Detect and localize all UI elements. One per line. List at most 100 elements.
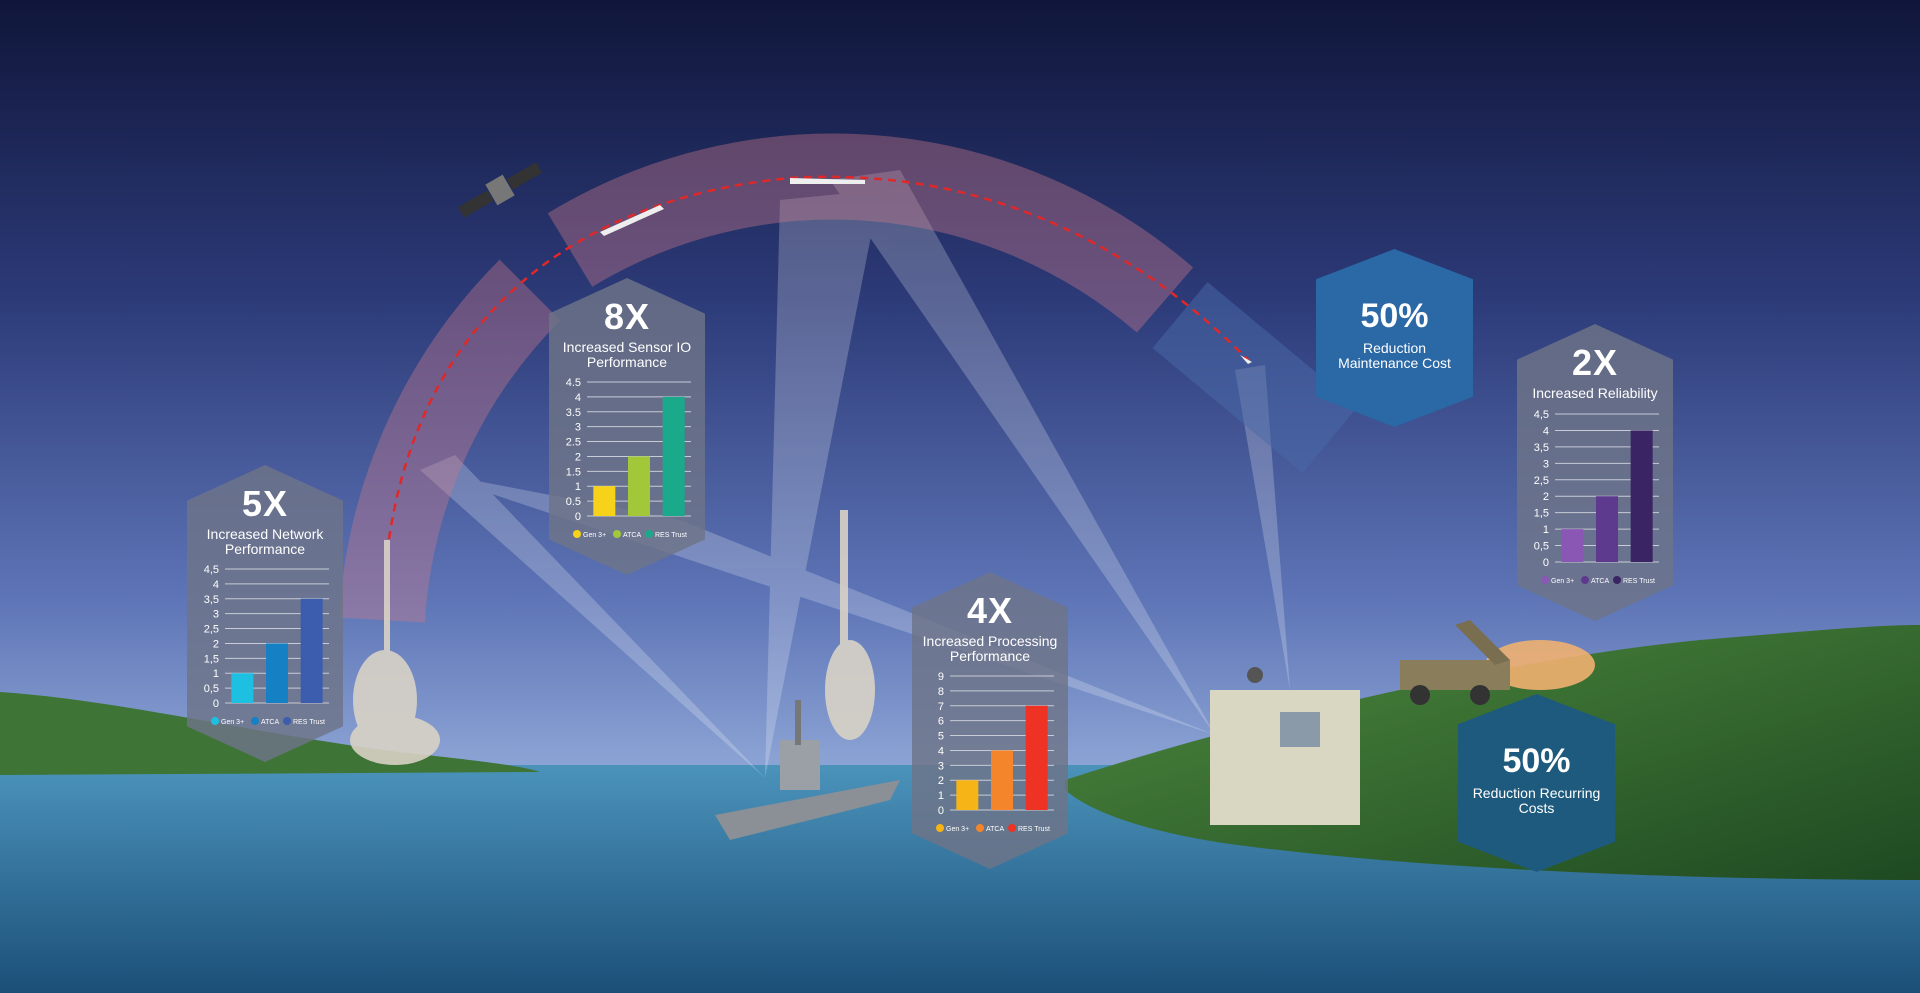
destroyer-ship-icon — [715, 700, 900, 840]
sensor-io-panel: 8X Increased Sensor IO Performance 0 0.5 1… — [549, 278, 705, 575]
y-tick-label: 1 — [213, 668, 219, 680]
panel-subtitle: Increased Network Performance — [206, 526, 324, 557]
legend-label: ATCA — [623, 532, 641, 539]
legend-label: RES Trust — [1623, 578, 1655, 585]
y-tick-label: 0 — [938, 805, 944, 817]
y-tick-label: 4 — [938, 745, 944, 757]
legend-label: Gen 3+ — [583, 532, 606, 539]
y-tick-label: 2 — [213, 638, 219, 650]
y-tick-label: 4 — [1543, 425, 1549, 437]
y-tick-label: 3 — [213, 609, 219, 621]
legend-swatch — [573, 530, 581, 538]
y-tick-label: 4.5 — [566, 377, 581, 389]
panel-subtitle: Increased Sensor IO Performance — [562, 339, 692, 370]
y-tick-label: 4 — [575, 392, 581, 404]
y-tick-label: 3 — [1543, 458, 1549, 470]
y-tick-label: 7 — [938, 701, 944, 713]
y-tick-label: 1 — [938, 790, 944, 802]
legend-label: RES Trust — [655, 532, 687, 539]
y-tick-label: 1.5 — [566, 466, 581, 478]
y-tick-label: 0 — [1543, 557, 1549, 569]
panel-subtitle: Increased Reliability — [1532, 385, 1658, 401]
panel-multiplier: 4X — [966, 590, 1014, 631]
bar-res-trust — [662, 396, 685, 516]
legend-swatch — [1541, 576, 1549, 584]
y-tick-label: 2,5 — [204, 624, 219, 636]
y-tick-label: 4,5 — [204, 564, 219, 576]
satellite-icon — [458, 162, 542, 218]
kpi-value: 50% — [1502, 742, 1571, 780]
y-tick-label: 2 — [938, 775, 944, 787]
bar-atca — [266, 643, 288, 703]
bar-gen-3- — [956, 780, 979, 810]
legend-label: ATCA — [1591, 578, 1609, 585]
legend-swatch — [1581, 576, 1589, 584]
y-tick-label: 3 — [575, 422, 581, 434]
panel-subtitle: Increased Processing Performance — [922, 633, 1058, 664]
y-tick-label: 3,5 — [1534, 442, 1549, 454]
launch-plumes — [350, 510, 1595, 765]
y-tick-label: 2.5 — [566, 437, 581, 449]
y-tick-label: 4,5 — [1534, 409, 1549, 421]
legend-label: Gen 3+ — [1551, 578, 1574, 585]
legend-swatch — [936, 824, 944, 832]
legend-label: Gen 3+ — [221, 719, 244, 726]
legend-label: ATCA — [261, 719, 279, 726]
bar-atca — [991, 750, 1013, 810]
missile-launcher-truck-icon — [1400, 620, 1510, 705]
kpi-label: Reduction Recurring Costs — [1472, 785, 1601, 816]
y-tick-label: 2,5 — [1534, 475, 1549, 487]
legend-swatch — [645, 530, 653, 538]
bar-res-trust — [300, 598, 323, 703]
recurring-costs-badge: 50% Reduction Recurring Costs — [1458, 694, 1615, 872]
legend-swatch — [976, 824, 984, 832]
bar-res-trust — [1025, 705, 1048, 810]
kpi-label: Reduction Maintenance Cost — [1338, 340, 1451, 371]
y-tick-label: 2 — [1543, 491, 1549, 503]
legend-label: RES Trust — [293, 719, 325, 726]
maintenance-cost-badge: 50% Reduction Maintenance Cost — [1316, 249, 1473, 427]
y-tick-label: 6 — [938, 716, 944, 728]
bar-gen-3- — [231, 673, 254, 703]
y-tick-label: 0 — [575, 511, 581, 523]
y-tick-label: 5 — [938, 731, 944, 743]
panel-multiplier: 5X — [241, 483, 289, 524]
y-tick-label: 3.5 — [566, 407, 581, 419]
legend-label: RES Trust — [1018, 826, 1050, 833]
y-tick-label: 9 — [938, 671, 944, 683]
bar-atca — [628, 456, 650, 516]
bar-res-trust — [1630, 430, 1653, 562]
y-tick-label: 1,5 — [1534, 508, 1549, 520]
kpi-value: 50% — [1360, 297, 1429, 335]
y-tick-label: 0.5 — [566, 496, 581, 508]
legend-swatch — [613, 530, 621, 538]
legend-swatch — [1613, 576, 1621, 584]
legend-swatch — [251, 717, 259, 725]
bar-gen-3- — [593, 486, 616, 516]
legend-swatch — [211, 717, 219, 725]
legend-label: ATCA — [986, 826, 1004, 833]
y-tick-label: 0,5 — [1534, 541, 1549, 553]
missile-icon — [600, 178, 1252, 364]
y-tick-label: 0,5 — [204, 683, 219, 695]
legend-swatch — [283, 717, 291, 725]
panel-multiplier: 8X — [603, 296, 651, 337]
y-tick-label: 1,5 — [204, 653, 219, 665]
legend-label: Gen 3+ — [946, 826, 969, 833]
y-tick-label: 2 — [575, 451, 581, 463]
bar-gen-3- — [1561, 529, 1584, 562]
y-tick-label: 3 — [938, 760, 944, 772]
bar-atca — [1596, 496, 1618, 562]
y-tick-label: 4 — [213, 579, 219, 591]
legend-swatch — [1008, 824, 1016, 832]
panel-multiplier: 2X — [1571, 342, 1619, 383]
processing-performance-panel: 4X Increased Processing Performance 0 1 2 3… — [912, 572, 1068, 869]
y-tick-label: 1 — [1543, 524, 1549, 536]
y-tick-label: 3,5 — [204, 594, 219, 606]
y-tick-label: 8 — [938, 686, 944, 698]
